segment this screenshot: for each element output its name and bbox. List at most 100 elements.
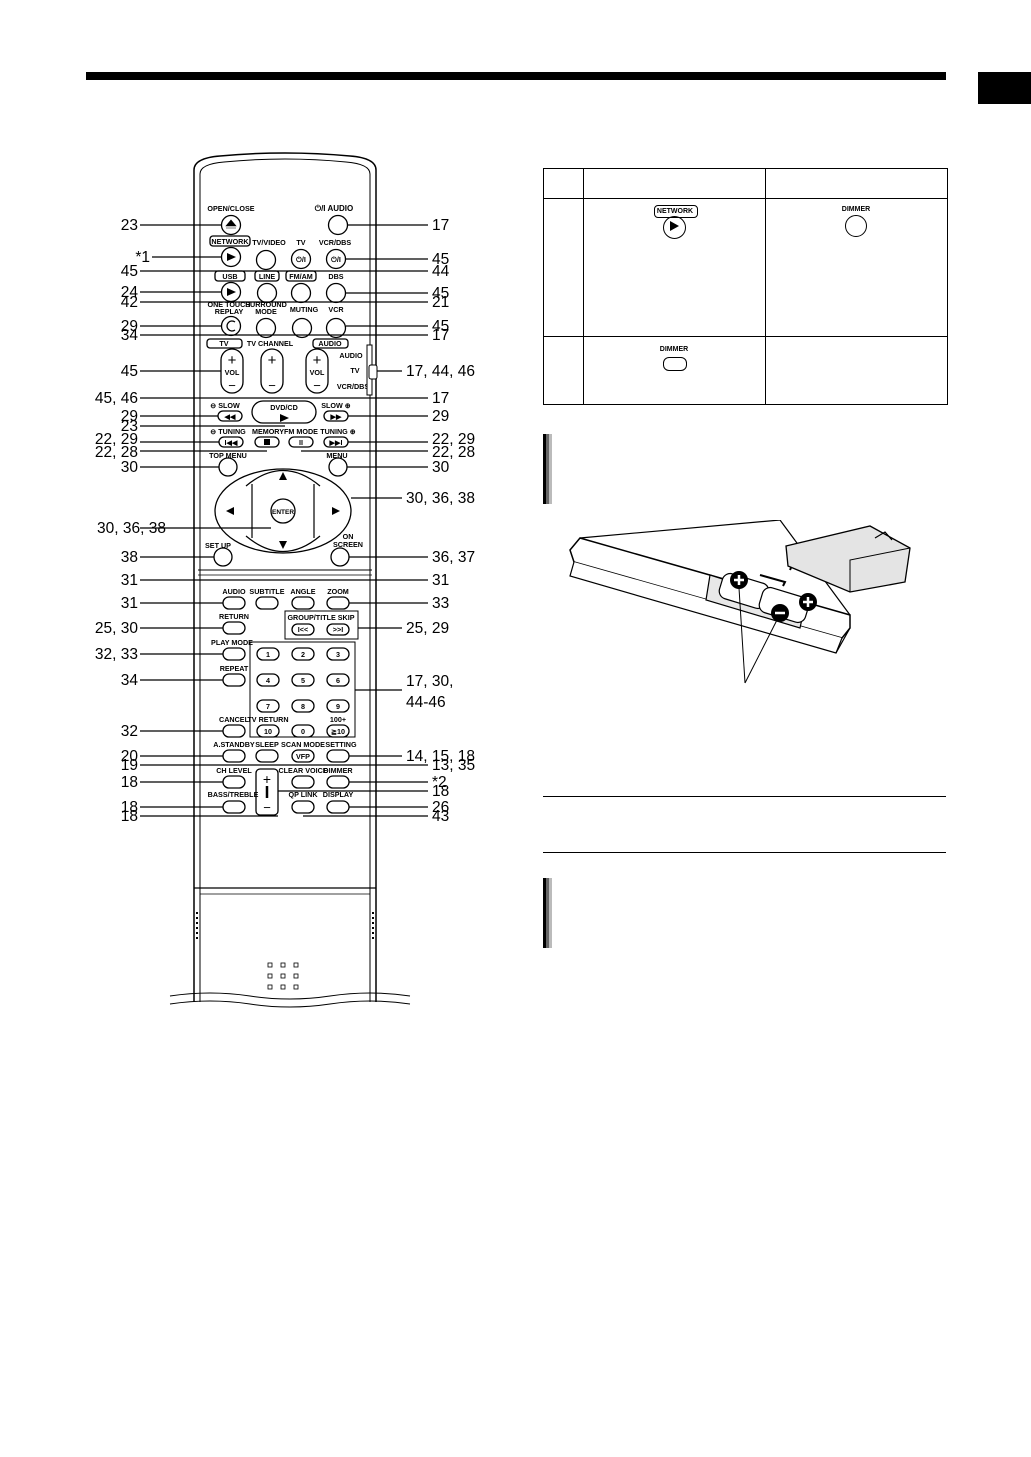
switch-vcrdbs-label: VCR/DBS [337, 382, 370, 391]
menu-button[interactable] [328, 457, 348, 477]
a-standby-label: A.STANDBY [213, 740, 255, 749]
num-5-label: 5 [301, 676, 305, 685]
zoom-button[interactable] [326, 596, 350, 610]
dimmer-button[interactable] [326, 775, 350, 789]
angle-label: ANGLE [290, 587, 315, 596]
skip-back-button[interactable] [291, 623, 315, 636]
cancel-button[interactable] [222, 724, 246, 738]
repeat-button[interactable] [222, 673, 246, 687]
qp-link-button[interactable] [291, 800, 315, 814]
ref-audio-power: 17 [432, 217, 449, 234]
battery-installation-figure [569, 520, 911, 684]
setting-label: SETTING [325, 740, 357, 749]
zoom-label: ZOOM [327, 587, 349, 596]
svg-text:I<<: I<< [298, 625, 308, 634]
battery-cover [785, 525, 911, 593]
ref-ch-level: 18 [121, 774, 138, 791]
return-button[interactable] [222, 621, 246, 635]
fm-am-label: FM/AM [289, 272, 313, 281]
ref-memory: 22, 28 [95, 444, 138, 461]
num-7-button[interactable] [256, 699, 280, 713]
play-icon [280, 414, 289, 422]
tv-video-button[interactable] [255, 249, 277, 271]
dvd-cd-label: DVD/CD [270, 403, 298, 412]
dimmer-table-label-1: DIMMER [841, 206, 871, 213]
num-1-button[interactable] [256, 647, 280, 661]
ref-cursor: 30, 36, 38 [406, 490, 475, 507]
one-touch-replay-button[interactable] [220, 315, 242, 337]
svg-text:+: + [313, 352, 322, 369]
dbs-button[interactable] [325, 282, 347, 304]
tuning-minus-label: ⊖ TUNING [210, 427, 246, 436]
ch-level-button[interactable] [222, 775, 246, 789]
speaker-holes [267, 962, 299, 990]
set-up-button[interactable] [213, 547, 233, 567]
vcr-button[interactable] [325, 317, 347, 339]
ref-tv-video: 45 [121, 263, 138, 280]
num-4-button[interactable] [256, 673, 280, 687]
ref-mode-switch: 17, 44, 46 [406, 363, 475, 380]
top-menu-button[interactable] [218, 457, 238, 477]
ref-menu: 30 [432, 459, 450, 476]
vcr-dbs-label: VCR/DBS [319, 238, 352, 247]
audio-button[interactable] [222, 596, 246, 610]
ref-set-up: 38 [121, 549, 138, 566]
play-mode-button[interactable] [222, 647, 246, 661]
fm-am-button[interactable] [290, 282, 312, 304]
surround-mode-button[interactable] [255, 317, 277, 339]
num-5-button[interactable] [291, 673, 315, 687]
setting-button[interactable] [326, 749, 350, 763]
fm-mode-button[interactable] [288, 436, 314, 448]
audio-vol-rocker[interactable] [305, 348, 329, 394]
clear-voice-button[interactable] [291, 775, 315, 789]
skip-forward-button[interactable] [326, 623, 350, 636]
num-6-button[interactable] [326, 673, 350, 687]
usb-label: USB [222, 272, 237, 281]
enter-button[interactable] [270, 498, 296, 524]
num-3-button[interactable] [326, 647, 350, 661]
audio-label: AUDIO [222, 587, 246, 596]
num-10-button[interactable] [256, 724, 280, 738]
ref-audio: 31 [121, 595, 138, 612]
ref-setting: 14, 15, 18 [406, 748, 475, 765]
repeat-label: REPEAT [220, 664, 249, 673]
subtitle-button[interactable] [255, 596, 279, 610]
cancel-label: CANCEL [219, 715, 250, 724]
ref-angle: 31 [432, 572, 449, 589]
group-title-skip-label: GROUP/TITLE SKIP [287, 613, 354, 622]
skip-forward-icon: ▶▶I [328, 438, 342, 447]
num-9-button[interactable] [326, 699, 350, 713]
angle-button[interactable] [291, 596, 315, 610]
num-8-button[interactable] [291, 699, 315, 713]
cursor-right-icon [332, 507, 340, 515]
leader-lines [140, 224, 428, 817]
dvd-cd-button[interactable] [251, 400, 317, 424]
network-label: NETWORK [211, 237, 249, 246]
sleep-button[interactable] [255, 749, 279, 763]
divider-2 [543, 852, 946, 853]
ref-open-close: 23 [121, 217, 138, 234]
num-ge10-button[interactable] [326, 724, 350, 738]
surround-label: SURROUND [245, 300, 287, 309]
mode-switch-knob[interactable] [368, 364, 378, 380]
num-0-button[interactable] [291, 724, 315, 738]
svg-text:−: − [263, 800, 271, 815]
tv-power-button[interactable] [290, 248, 312, 270]
display-label: DISPLAY [323, 790, 354, 799]
a-standby-button[interactable] [222, 749, 246, 763]
ref-dbs: 45 [432, 285, 449, 302]
vfp-button[interactable] [291, 749, 315, 763]
skip-back-icon: I◀◀ [224, 438, 238, 447]
muting-button[interactable] [291, 317, 313, 339]
tuning-plus-label: TUNING ⊕ [320, 427, 356, 436]
display-button[interactable] [326, 800, 350, 814]
bass-treble-label: BASS/TREBLE [208, 790, 259, 799]
audio-power-button[interactable] [327, 214, 349, 236]
num-2-button[interactable] [291, 647, 315, 661]
ref-enter: 30, 36, 38 [97, 520, 166, 537]
vcr-dbs-power-button[interactable] [325, 248, 347, 270]
cut-line [169, 992, 411, 1000]
bass-treble-button[interactable] [222, 800, 246, 814]
tv-channel-rocker[interactable] [260, 348, 284, 394]
on-screen-button[interactable] [330, 547, 350, 567]
